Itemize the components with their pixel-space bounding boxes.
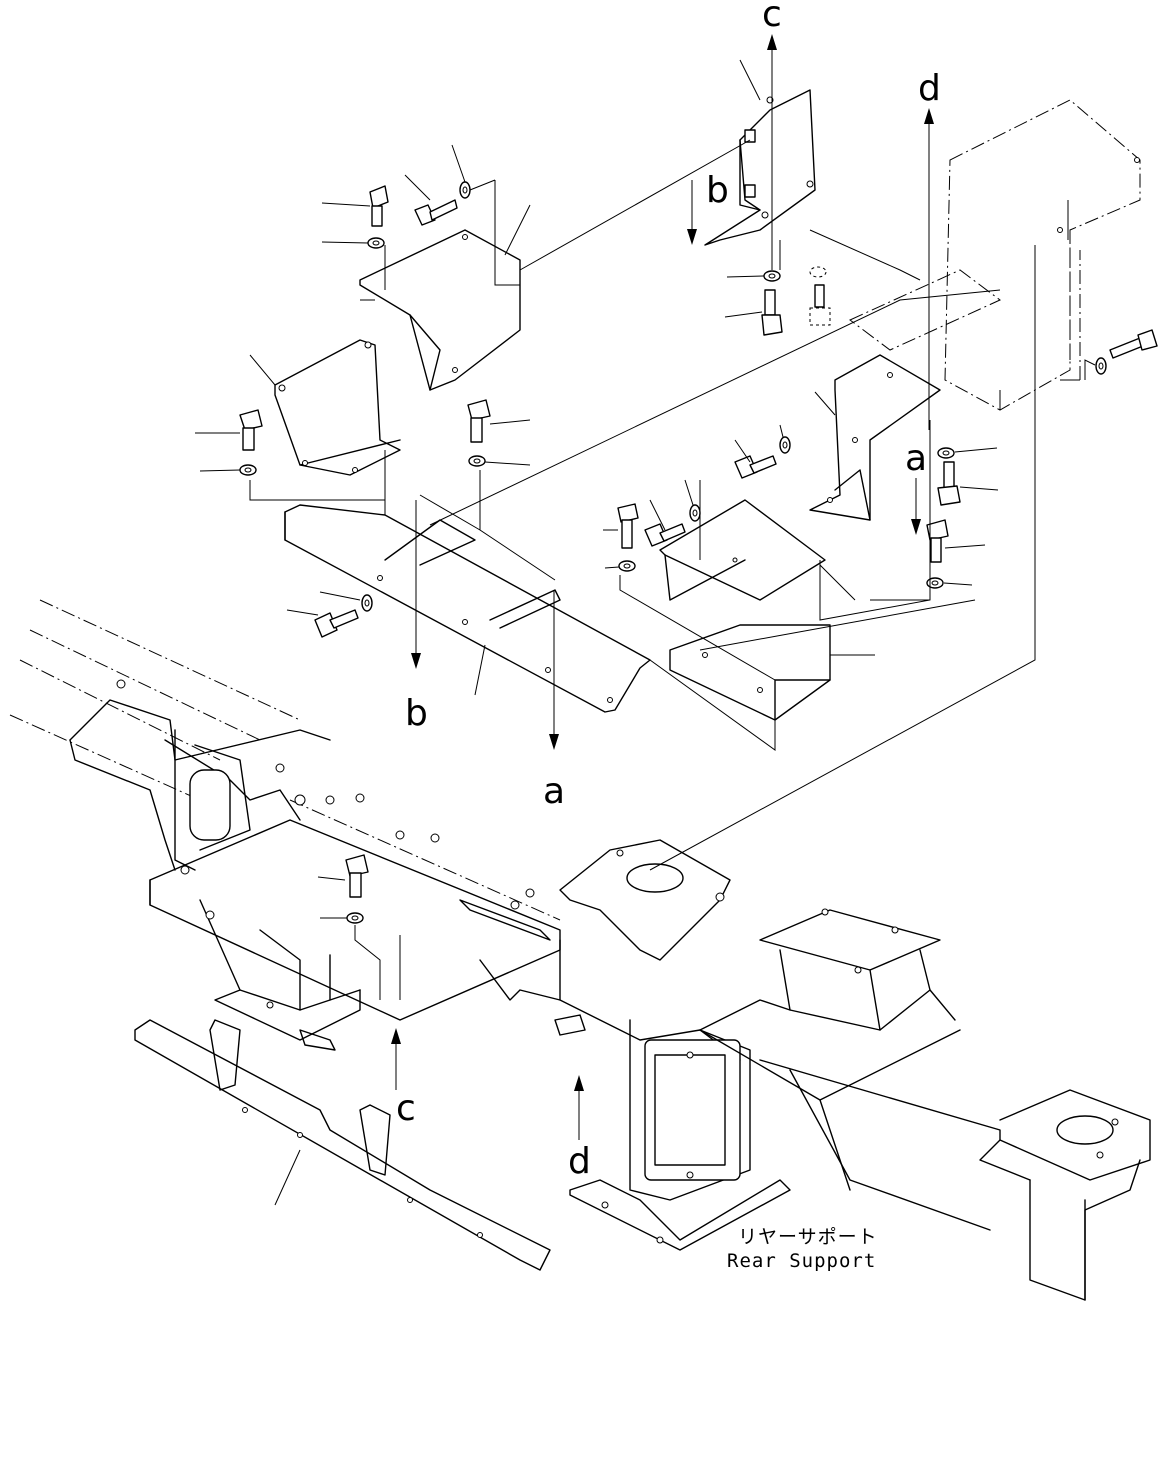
bolt-icon bbox=[644, 523, 686, 547]
bolt-icon bbox=[467, 399, 491, 443]
arrow-c-bottom-icon bbox=[391, 1028, 401, 1090]
arrow-d-top-icon bbox=[924, 108, 934, 430]
top-right-housing bbox=[849, 99, 1141, 411]
arrow-a-right-icon bbox=[911, 478, 921, 535]
bottom-step-rail bbox=[134, 1019, 551, 1271]
bolt-icon bbox=[1109, 329, 1158, 359]
marker-b-top: b bbox=[706, 170, 729, 211]
rear-support-caption: リヤーサポート Rear Support bbox=[727, 1226, 878, 1272]
reference-arrows bbox=[391, 34, 934, 1140]
bolt-icon bbox=[239, 409, 263, 451]
reference-letters: c d b a b a c d bbox=[396, 0, 941, 1182]
bolt-icon bbox=[926, 519, 949, 563]
frame-holes bbox=[116, 679, 1119, 1244]
bolt-icon bbox=[314, 609, 359, 638]
bolt-icon bbox=[734, 455, 777, 479]
arrow-d-bottom-icon bbox=[574, 1075, 584, 1140]
marker-a-mid: a bbox=[543, 771, 565, 812]
middle-long-bracket bbox=[284, 504, 651, 713]
caption-japanese: リヤーサポート bbox=[738, 1226, 878, 1248]
upper-left-covers bbox=[274, 229, 521, 476]
caption-english: Rear Support bbox=[727, 1250, 876, 1272]
rear-support-frame bbox=[9, 599, 1151, 1301]
washer-icons bbox=[239, 181, 1107, 924]
marker-c-top: c bbox=[762, 0, 782, 35]
arrow-b-mid-icon bbox=[411, 500, 421, 669]
bolt-icon bbox=[617, 503, 639, 549]
bolt-icon bbox=[414, 199, 458, 226]
bolt-icon bbox=[937, 461, 961, 506]
right-covers bbox=[659, 354, 941, 721]
callout-leaders bbox=[195, 59, 1096, 1000]
bolt-icon bbox=[345, 854, 369, 898]
arrow-b-top-icon bbox=[687, 180, 697, 245]
bolt-icon bbox=[369, 185, 389, 227]
fasteners bbox=[239, 181, 1158, 924]
bolt-icon bbox=[761, 289, 783, 336]
arrow-c-top-icon bbox=[767, 34, 777, 270]
marker-d-bottom: d bbox=[568, 1141, 591, 1182]
upper-right-clip bbox=[704, 89, 816, 246]
marker-b-mid: b bbox=[405, 693, 428, 734]
arrow-a-mid-icon bbox=[549, 590, 559, 750]
marker-c-bottom: c bbox=[396, 1088, 416, 1129]
marker-a-right: a bbox=[905, 438, 927, 479]
bolt-icon bbox=[809, 284, 831, 326]
marker-d-top: d bbox=[918, 68, 941, 109]
